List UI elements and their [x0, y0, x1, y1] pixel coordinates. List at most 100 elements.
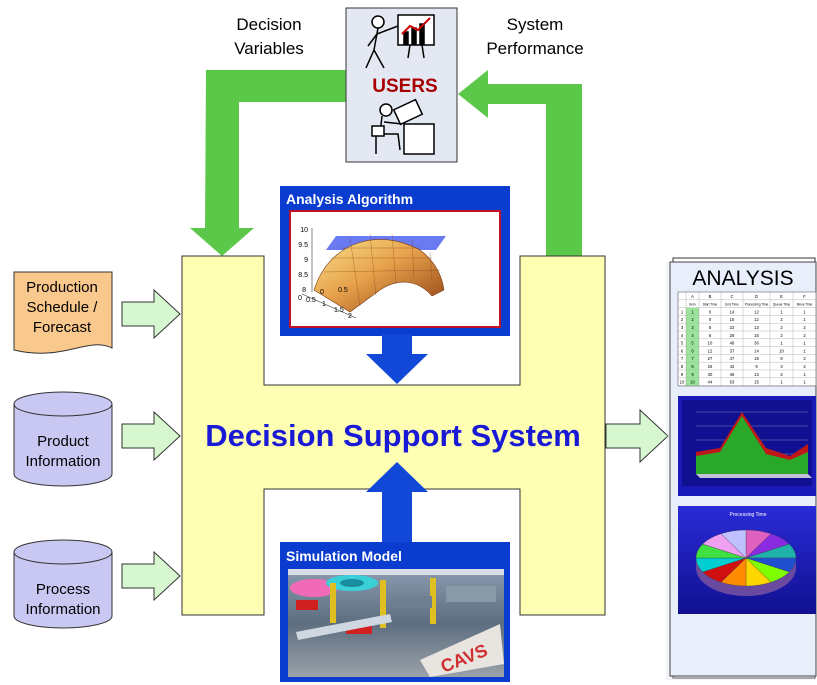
- sheet-cell: 7: [691, 356, 694, 361]
- sheet-item-cell-bg: [686, 323, 699, 331]
- sheet-item-cell-bg: [686, 346, 699, 355]
- decision-variables-arrow: [190, 70, 346, 256]
- sheet-cell: 12: [754, 309, 759, 314]
- sheet-cell: 2: [803, 325, 806, 330]
- analysis-algorithm-title: Analysis Algorithm: [286, 191, 413, 207]
- sheet-cell: 1: [803, 372, 806, 377]
- pie-slice: [720, 529, 747, 559]
- production-schedule-document: Production Schedule / Forecast: [13, 271, 113, 354]
- analysis-down-arrow: [366, 334, 428, 384]
- sheet-item-cell-bg: [686, 370, 699, 378]
- pie-chart: Processing Time: [678, 506, 816, 614]
- sheet-cell: 8: [681, 364, 684, 369]
- sheet-cell: 2: [780, 372, 783, 377]
- sheet-item-cell-bg: [686, 362, 699, 370]
- sheet-cell: 15: [754, 380, 759, 385]
- sheet-cell: 2: [803, 356, 806, 361]
- sheet-cell: 13: [754, 325, 759, 330]
- users-box: USERS: [345, 7, 458, 163]
- system-performance-label-2: Performance: [486, 39, 583, 58]
- product-information-label-2: Information: [25, 453, 100, 470]
- system-performance-arrow: [458, 70, 582, 256]
- z-tick-8: 8: [302, 287, 306, 294]
- sheet-cell: 47: [730, 356, 735, 361]
- analysis-header: ANALYSIS: [692, 267, 793, 290]
- area-chart: [678, 396, 816, 496]
- sheet-cell: 10: [690, 380, 695, 385]
- product-information-arrow: [121, 410, 181, 462]
- simulation-arrow-up: [366, 462, 428, 542]
- sheet-cell: 1: [803, 341, 806, 346]
- sheet-cell: 2: [681, 317, 684, 322]
- sheet-cell: 46: [730, 372, 735, 377]
- simulation-model-title: Simulation Model: [286, 548, 402, 564]
- z-tick-8-5: 8.5: [298, 272, 308, 279]
- y-tick-0: 0: [320, 289, 324, 296]
- product-information-database: Product Information: [13, 391, 113, 487]
- sheet-column-letter: C: [730, 294, 733, 299]
- sheet-item-cell-bg: [686, 315, 699, 324]
- sheet-column-letter: A: [691, 294, 694, 299]
- output-arrow: [605, 408, 669, 464]
- production-schedule-label-3: Forecast: [33, 319, 92, 336]
- sheet-header-cell: End Time: [725, 303, 739, 307]
- sheet-cell: 26: [730, 333, 735, 338]
- sheet-cell: 6: [691, 348, 694, 353]
- sheet-cell: 63: [730, 380, 735, 385]
- sheet-cell: 3: [691, 325, 694, 330]
- sheet-cell: 36: [754, 341, 759, 346]
- sheet-cell: 14: [754, 348, 759, 353]
- sheet-cell: 12: [708, 348, 713, 353]
- process-information-label-2: Information: [25, 601, 100, 618]
- sheet-cell: 2: [803, 333, 806, 338]
- sheet-column-letter: D: [755, 294, 758, 299]
- sheet-cell: 12: [754, 317, 759, 322]
- sheet-header-cell: Start Time: [703, 303, 718, 307]
- sheet-cell: 26: [708, 364, 713, 369]
- x-tick-0-5: 0.5: [306, 297, 316, 304]
- sheet-item-cell-bg: [686, 307, 699, 316]
- sheet-cell: 13: [754, 372, 759, 377]
- users-label: USERS: [372, 76, 437, 97]
- process-information-label-1: Process: [36, 581, 90, 598]
- dss-h-shape: [181, 255, 606, 616]
- sheet-header-cell: Move Time: [797, 303, 813, 307]
- sheet-cell: 6: [681, 348, 684, 353]
- production-schedule-label-2: Schedule /: [27, 299, 99, 316]
- sheet-cell: 0: [709, 317, 712, 322]
- sheet-cell: 42: [730, 364, 735, 369]
- z-tick-10: 10: [300, 227, 308, 234]
- sheet-item-cell-bg: [686, 377, 699, 386]
- sheet-item-cell-bg: [686, 331, 699, 339]
- simulation-model-panel: Simulation Model CAVS: [280, 542, 510, 682]
- sheet-item-cell-bg: [686, 354, 699, 363]
- sheet-cell: 2: [780, 317, 783, 322]
- sheet-item-cell-bg: [686, 338, 699, 347]
- sheet-cell: 3: [780, 364, 783, 369]
- sheet-cell: 1: [780, 341, 783, 346]
- sheet-cell: 15: [730, 317, 735, 322]
- sheet-cell: 1: [780, 380, 783, 385]
- sheet-header-cell: Processing Time: [745, 303, 769, 307]
- sheet-cell: 1: [691, 309, 694, 314]
- sheet-cell: 18: [754, 356, 759, 361]
- process-information-arrow: [121, 550, 181, 602]
- z-tick-9: 9: [304, 257, 308, 264]
- sheet-cell: 10: [708, 341, 713, 346]
- y-tick-0-5: 0.5: [338, 287, 348, 294]
- x-tick-0: 0: [298, 295, 302, 302]
- sheet-column-letter: F: [803, 294, 806, 299]
- sheet-cell: 9: [755, 364, 758, 369]
- sheet-cell: 10: [680, 380, 685, 385]
- production-schedule-arrow: [121, 288, 181, 340]
- sheet-cell: 8: [691, 364, 694, 369]
- sheet-cell: 6: [709, 333, 712, 338]
- sheet-cell: 9: [691, 372, 694, 377]
- computer-user-icon: [371, 98, 435, 155]
- sheet-cell: 1: [803, 317, 806, 322]
- production-schedule-label-1: Production: [26, 279, 98, 296]
- sheet-cell: 4: [681, 333, 684, 338]
- sheet-cell: 1: [803, 309, 806, 314]
- sheet-cell: 27: [708, 356, 713, 361]
